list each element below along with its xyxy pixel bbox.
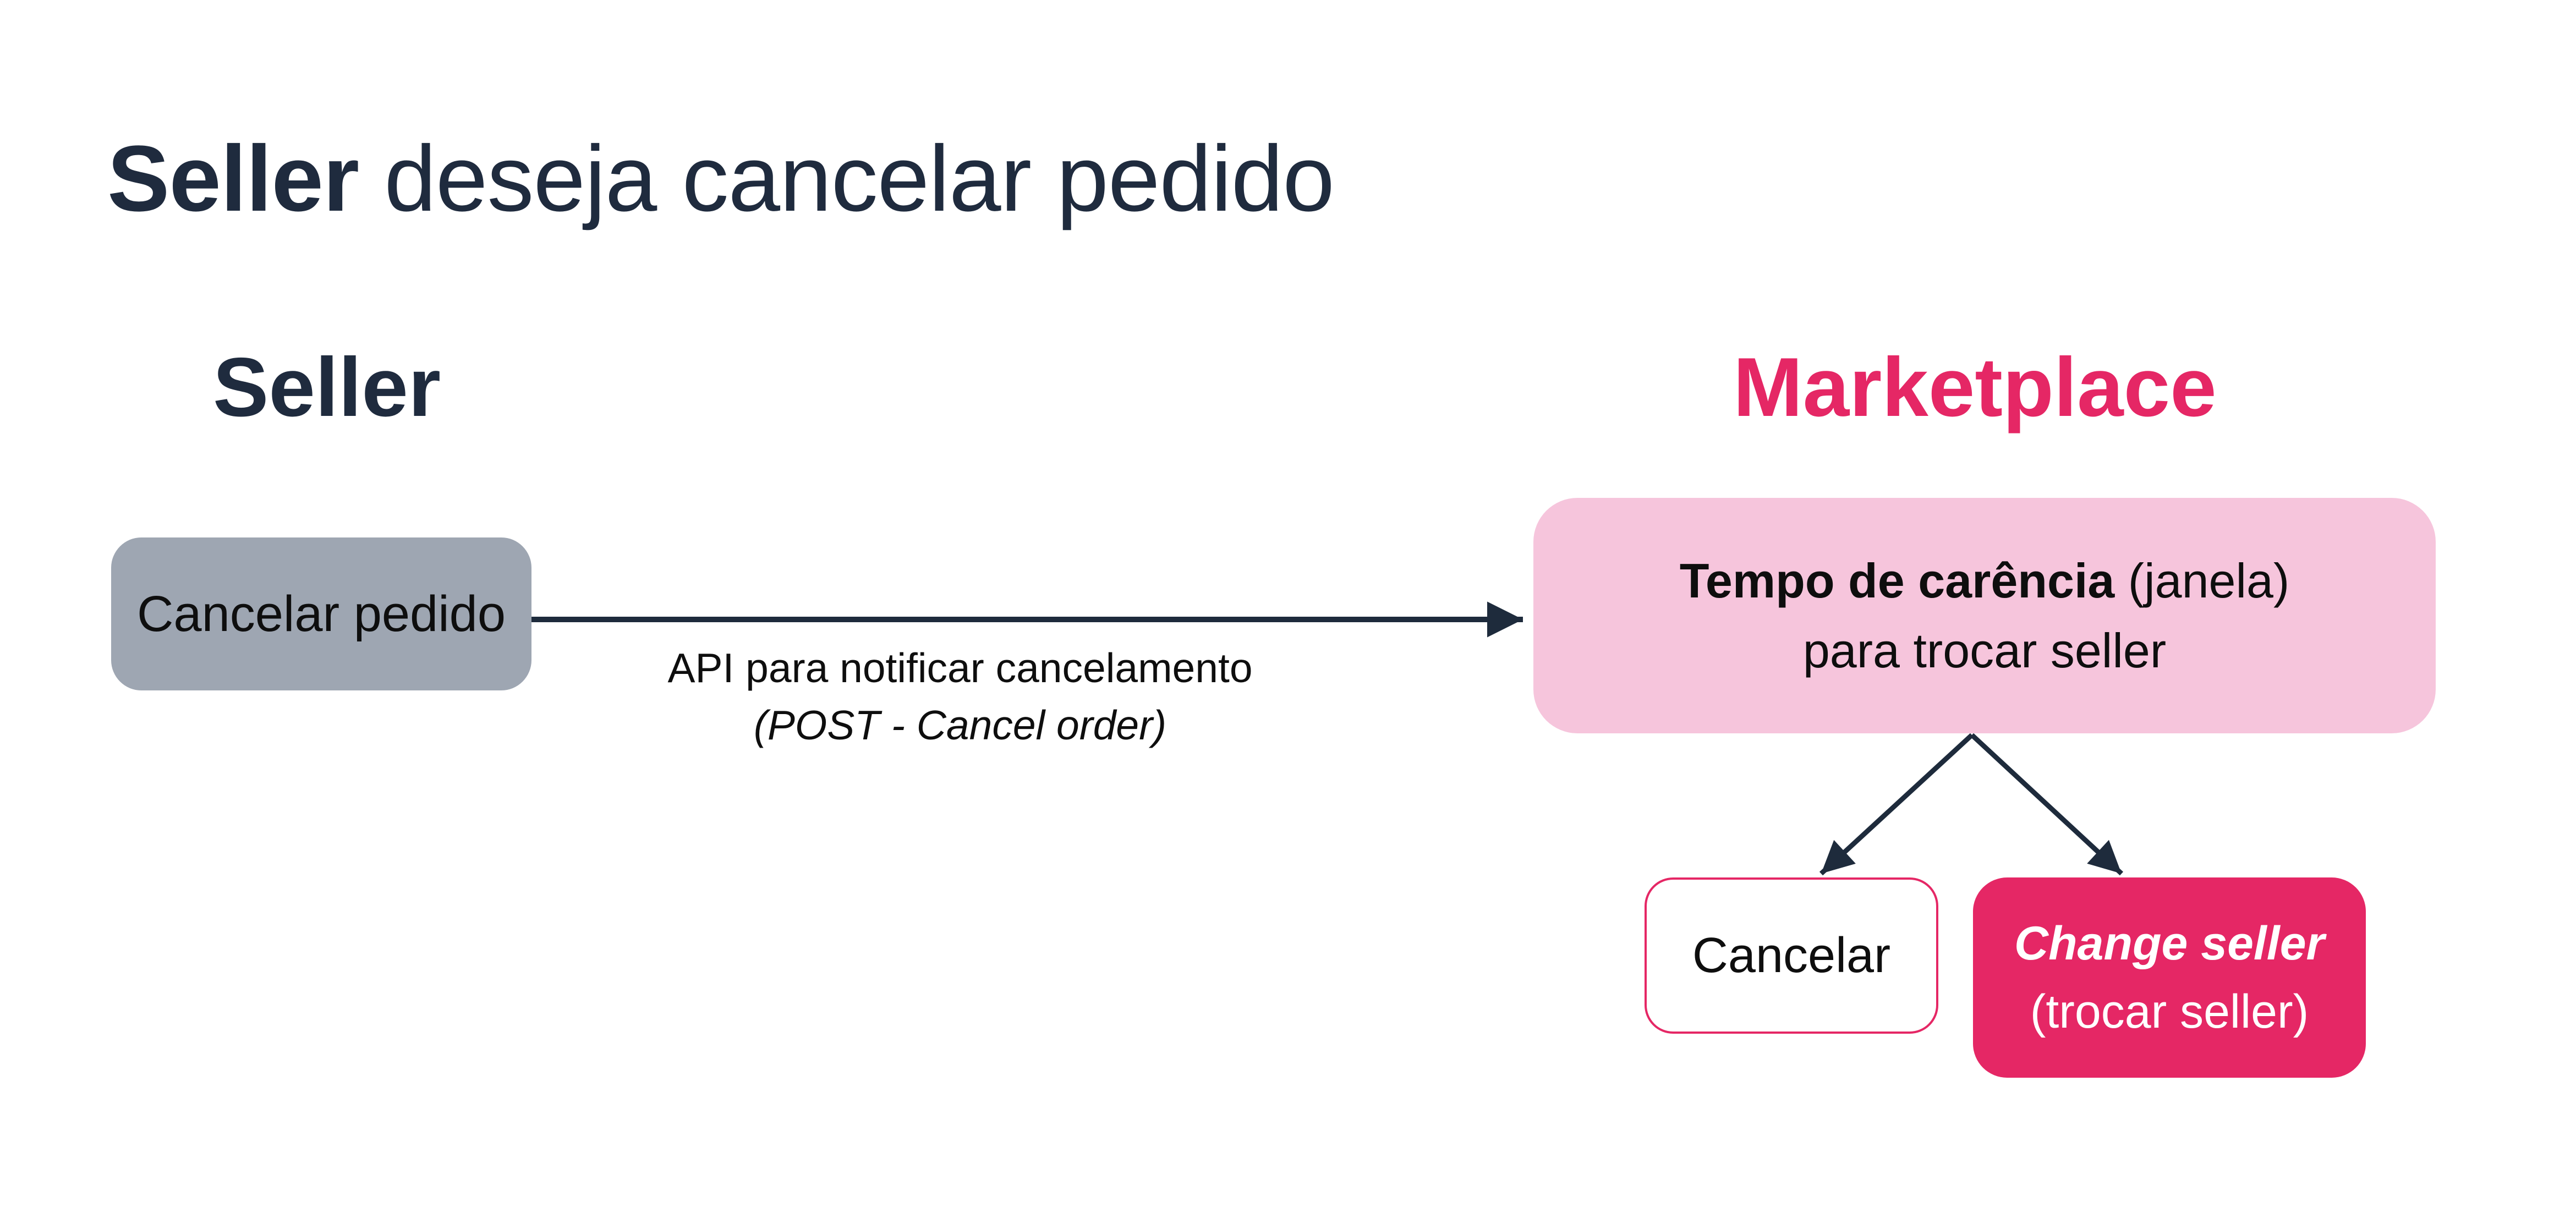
change-seller-option-node: Change seller (trocar seller)	[1973, 877, 2366, 1078]
api-arrow-label: API para notificar cancelamento (POST - …	[630, 639, 1290, 754]
grace-period-line1-rest: (janela)	[2114, 553, 2290, 608]
seller-column-heading: Seller	[213, 341, 441, 434]
cancel-option-label: Cancelar	[1692, 928, 1891, 983]
cancel-option-node: Cancelar	[1645, 877, 1938, 1034]
grace-period-node: Tempo de carência (janela) para trocar s…	[1533, 498, 2436, 733]
grace-period-line2: para trocar seller	[1802, 623, 2167, 678]
split-arrow-change-seller	[1970, 733, 2124, 876]
grace-period-line1-bold: Tempo de carência	[1679, 553, 2115, 608]
slide-title-bold-word: Seller	[107, 127, 359, 231]
api-arrow-label-line1: API para notificar cancelamento	[667, 645, 1253, 691]
slide-title-rest: deseja cancelar pedido	[359, 127, 1334, 231]
split-arrow-cancel	[1819, 733, 1974, 876]
slide-title: Seller deseja cancelar pedido	[107, 125, 1335, 233]
cancel-order-node: Cancelar pedido	[111, 537, 531, 690]
change-seller-line2: (trocar seller)	[2030, 985, 2309, 1038]
grace-period-line1: Tempo de carência (janela)	[1680, 546, 2290, 616]
api-arrow-label-line2: (POST - Cancel order)	[753, 702, 1167, 748]
change-seller-line1: Change seller	[2014, 917, 2325, 970]
cancel-order-node-label: Cancelar pedido	[136, 585, 506, 642]
marketplace-column-heading: Marketplace	[1733, 341, 2217, 434]
